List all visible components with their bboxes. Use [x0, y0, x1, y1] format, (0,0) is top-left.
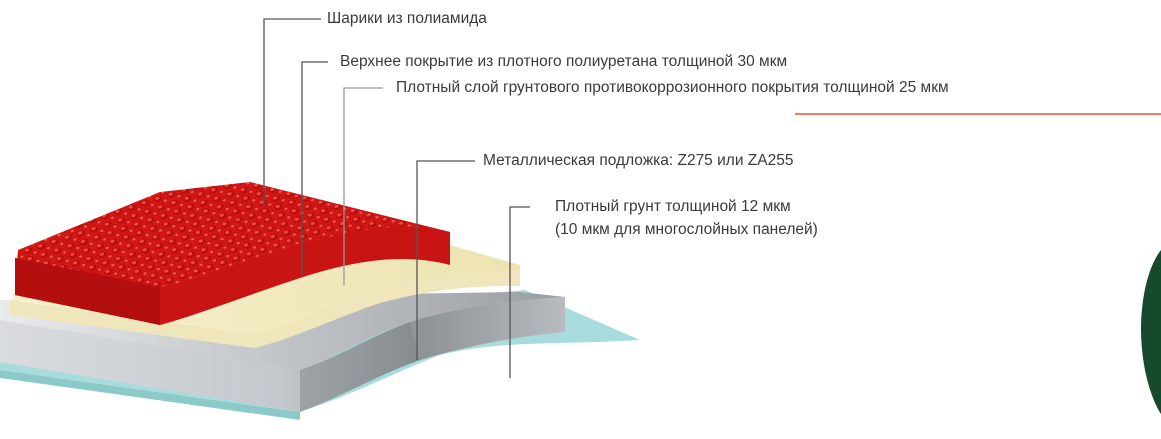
label-primer-line1: Плотный грунт толщиной 12 мкм: [555, 198, 791, 215]
label-primer-line2: (10 мкм для многослойных панелей): [555, 221, 818, 238]
leader-primer: [509, 206, 530, 378]
green-disc-fragment: [1140, 250, 1161, 414]
label-top-coat: Верхнее покрытие из плотного полиуретана…: [340, 53, 788, 70]
leader-lines: [263, 18, 530, 378]
leader-substrate: [416, 160, 475, 360]
red-polyurethane-layer: [15, 182, 450, 325]
label-substrate: Металлическая подложка: Z275 или ZA255: [483, 152, 794, 169]
leader-balls: [263, 18, 321, 205]
label-anticorrosion: Плотный слой грунтового противокоррозион…: [396, 79, 949, 96]
label-balls: Шарики из полиамида: [327, 10, 487, 27]
leader-anticorrosion: [343, 87, 383, 285]
leader-top-coat: [301, 61, 328, 275]
